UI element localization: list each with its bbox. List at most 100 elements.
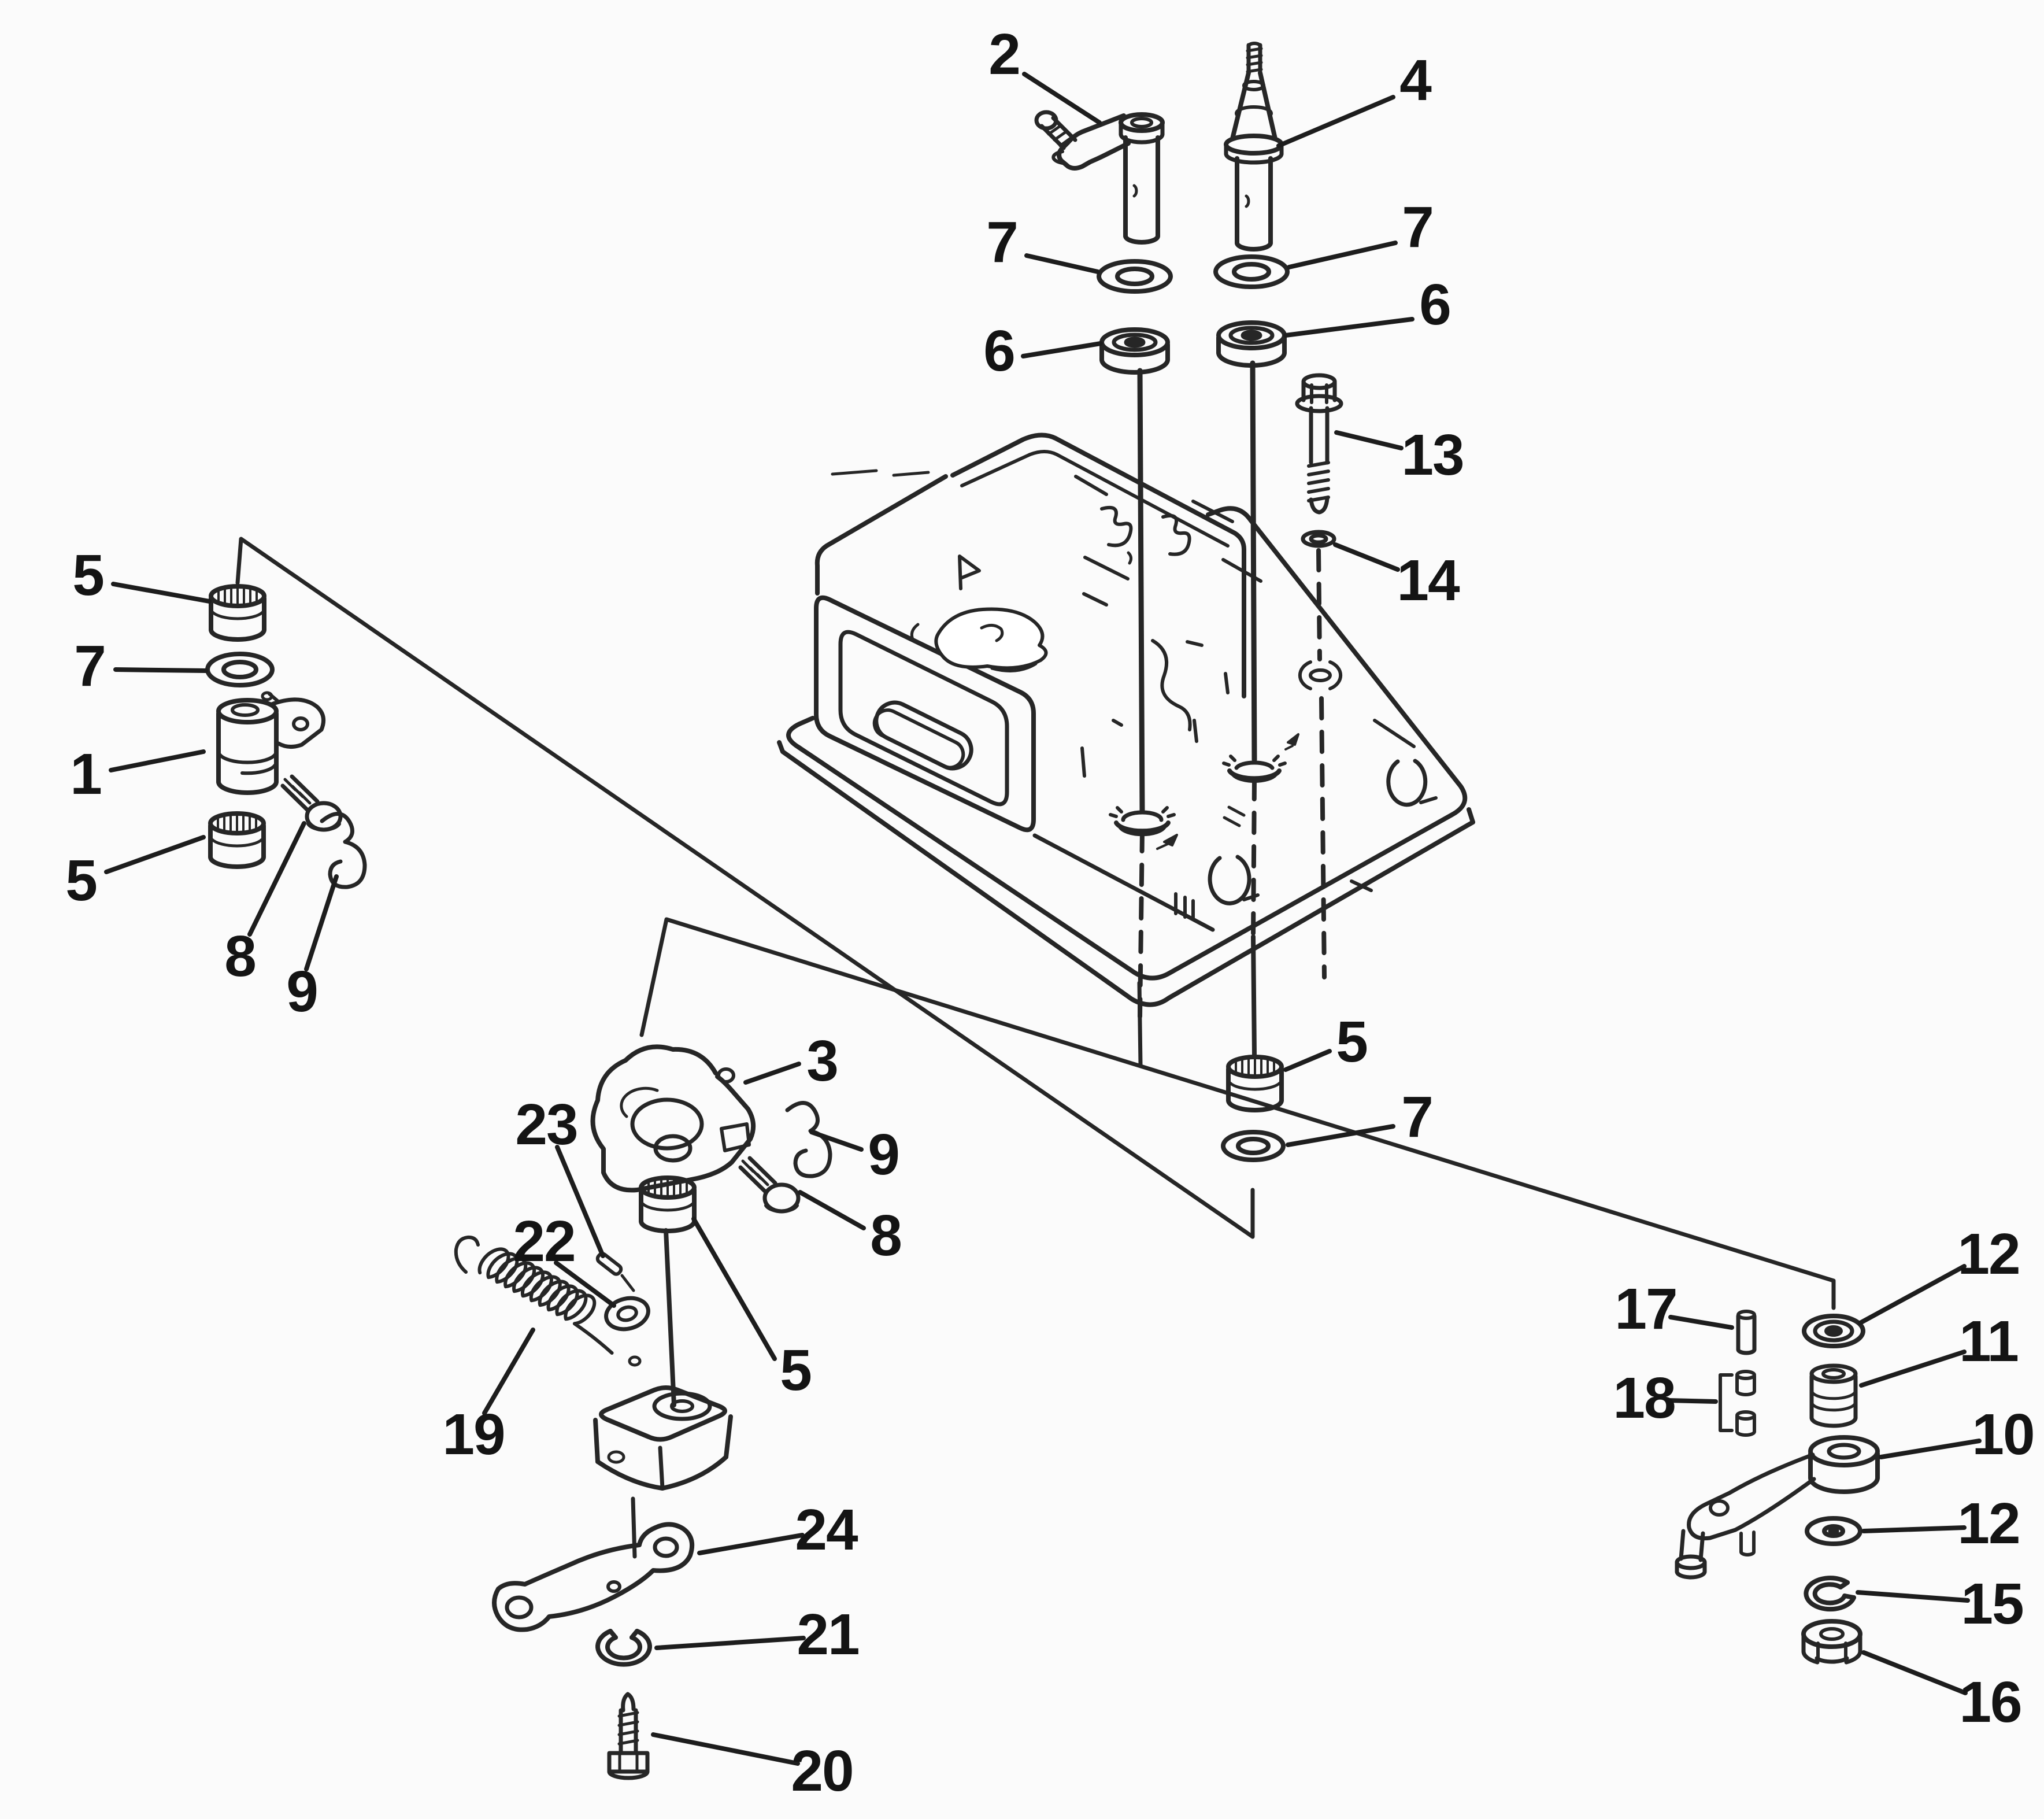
callout-number-8-16: 8 [870,1203,901,1268]
callout-leader-7-3 [1287,241,1398,269]
part-9-clip-middle [785,1101,832,1178]
callout-number-9-15: 9 [868,1122,899,1187]
hidden-axis-left [1138,829,1145,1019]
callout-number-19-19: 19 [442,1402,504,1467]
part-14-washer [1301,530,1336,548]
callout-number-12-31: 12 [1957,1491,2019,1556]
callout-number-24-21: 24 [795,1498,858,1562]
callout-number-23-17: 23 [515,1092,577,1157]
callout-number-11-27: 11 [1959,1309,2018,1374]
part-16-nut [1801,1619,1862,1665]
callout-leader-7-9 [113,667,208,673]
arrow-mark-left-collar [1156,834,1178,850]
callout-number-7-2: 7 [986,210,1017,275]
part-24-link-plate [492,1522,694,1632]
callout-leader-21-22 [654,1636,806,1650]
part-13-flange-bolt [1295,373,1343,515]
callout-number-18-29: 18 [1613,1366,1675,1430]
callout-leader-10-30 [1879,1439,1982,1459]
part-5-bushing-middle [639,1175,697,1233]
callout-number-7-9: 7 [74,634,105,698]
part-12-washer-bottom [1805,1516,1862,1546]
callout-number-14-7: 14 [1397,548,1460,613]
callout-leader-12-26 [1858,1264,1967,1325]
callout-number-21-22: 21 [797,1602,858,1667]
part-5-bushing-left-top [209,584,266,642]
callout-number-5-11: 5 [65,848,97,913]
part-11-bushing [1809,1363,1858,1428]
callout-leader-15-32 [1856,1590,1970,1603]
callout-leader-19-19 [482,1328,535,1415]
part-3-cam-lever [590,1044,756,1193]
callout-number-9-13: 9 [286,959,317,1024]
callout-number-13-6: 13 [1401,423,1463,487]
callout-number-3-14: 3 [806,1029,838,1093]
callout-number-20-23: 20 [791,1739,853,1803]
callout-leader-4-1 [1276,95,1395,148]
part-1-clamp-lever [216,691,326,795]
part-trunnion-block [593,1385,733,1491]
callout-leader-12-31 [1861,1525,1967,1533]
callout-leader-18-29 [1666,1398,1718,1404]
callout-leader-5-24 [1283,1049,1332,1072]
part-6-grommet-right [1216,320,1287,368]
callout-leader-11-27 [1859,1350,1967,1388]
callout-number-6-4: 6 [1419,272,1450,337]
callout-number-22-18: 22 [513,1209,575,1274]
part-7-washer-left [205,652,275,687]
callout-leader-6-4 [1283,317,1414,338]
callout-number-6-5: 6 [983,319,1014,383]
callout-leader-13-6 [1334,430,1404,450]
callout-number-12-26: 12 [1957,1222,2019,1286]
part-5-bushing-left-bottom [208,811,266,869]
callout-leader-22-18 [554,1260,616,1308]
axis-line-left-stack [235,537,1255,1239]
part-8-bolt-middle [738,1156,801,1214]
callout-leader-23-17 [555,1145,605,1258]
part-22-washer [604,1296,650,1332]
part-8-bolt-left [280,774,343,832]
part-4-pivot-pin [1224,42,1284,252]
lever-shaft-rod-left [1137,368,1145,815]
callout-leader-24-21 [697,1533,805,1555]
callout-number-8-12: 8 [224,924,255,989]
axis-line-middle-stack [639,917,1836,1310]
housing-base-plate [777,506,1475,1067]
middle-stack-rod-upper [664,1228,676,1407]
callout-leader-5-20 [691,1217,777,1361]
callout-number-7-3: 7 [1402,195,1433,260]
part-6-grommet-left [1099,327,1170,375]
callout-leader-6-5 [1021,341,1103,358]
callout-number-4-1: 4 [1399,48,1432,113]
callout-leader-8-16 [798,1190,866,1230]
part-19-spring [454,1235,642,1367]
callout-number-1-10: 1 [70,742,101,807]
part-7-washer-top-right [1213,254,1290,289]
callout-leader-3-14 [743,1062,801,1085]
callout-leader-7-2 [1024,253,1100,274]
callout-number-10-30: 10 [1972,1402,2034,1467]
callout-number-5-8: 5 [72,543,103,608]
plate-tick-marks [1174,892,1195,920]
part-18-pin-set [1719,1370,1756,1437]
plate-hole-c-mark-2 [1386,759,1438,807]
callout-leader-17-28 [1668,1315,1734,1330]
callout-number-2-0: 2 [988,22,1020,87]
callout-number-7-25: 7 [1401,1085,1432,1149]
exploded-parts-drawing [205,42,1880,1780]
part-5-bushing-rightmid [1226,1055,1284,1112]
housing-cover [814,432,1262,932]
part-20-bolt [607,1692,650,1780]
callout-leader-8-12 [247,821,306,937]
lever-shaft-rod-right [1250,360,1257,763]
hidden-axis-bolt [1298,548,1343,979]
hidden-axis-right [1251,777,1257,1057]
callout-leader-20-23 [651,1732,800,1766]
callout-leader-9-15 [809,1130,864,1152]
callout-leader-2-0 [1022,72,1102,125]
callout-number-17-28: 17 [1615,1277,1676,1341]
callout-leader-16-33 [1861,1650,1968,1695]
callout-number-5-20: 5 [780,1338,811,1403]
callout-leader-7-25 [1286,1124,1395,1147]
